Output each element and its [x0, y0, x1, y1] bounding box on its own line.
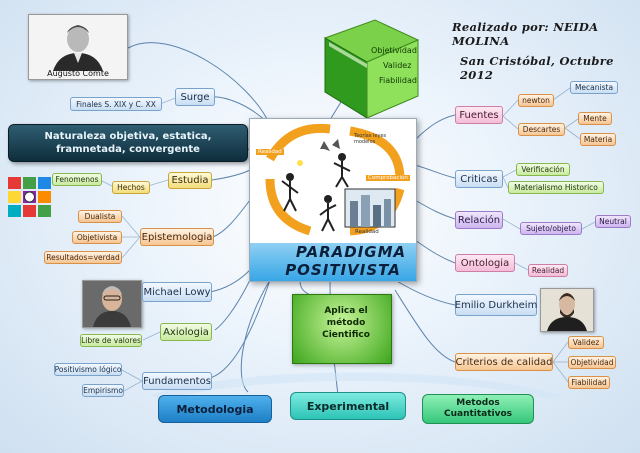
node-ontologia[interactable]: Ontologia: [455, 254, 515, 272]
node-objetivista[interactable]: Objetivista: [72, 231, 122, 244]
center-title-line1: PARADIGMA: [295, 243, 407, 261]
node-newton[interactable]: newton: [518, 94, 554, 107]
lowy-portrait-image: [83, 281, 141, 327]
node-materialismo-historico[interactable]: Materialismo Historico: [508, 181, 604, 194]
book-line-fiabilidad: Fiabilidad: [379, 76, 417, 85]
node-aplica-metodo[interactable]: Aplica el método Cientifico: [292, 294, 392, 364]
node-epistemologia[interactable]: Epistemologia: [140, 228, 214, 246]
credit-author: Realizado por: NEIDA MOLINA: [452, 20, 599, 48]
node-metodologia[interactable]: Metodologia: [158, 395, 272, 423]
comte-caption: Augusto Comte: [47, 69, 109, 78]
node-realidad[interactable]: Realidad: [528, 264, 568, 277]
node-surge[interactable]: Surge: [175, 88, 215, 106]
node-libre-de-valores[interactable]: Libre de valores: [80, 334, 142, 347]
book-line-objetividad: Objetividad: [371, 46, 417, 55]
node-criterio-objetividad[interactable]: Objetividad: [568, 356, 616, 369]
people-network-icon: [7, 176, 53, 218]
credit-place-date: San Cristóbal, Octubre 2012: [460, 54, 614, 82]
node-relacion[interactable]: Relación: [455, 211, 503, 229]
node-descartes[interactable]: Descartes: [518, 123, 565, 136]
lowy-portrait: [82, 280, 142, 328]
center-card[interactable]: Realidad Teorías leyes modelos Realidad …: [249, 118, 417, 282]
node-aplica-metodo-text: Aplica el método Cientifico: [322, 306, 370, 340]
center-title-line2: POSITIVISTA: [285, 261, 401, 279]
node-positivismo-logico[interactable]: Positivismo lógico: [54, 363, 122, 376]
node-criticas[interactable]: Criticas: [455, 170, 503, 188]
comte-portrait: Augusto Comte: [28, 14, 128, 80]
art-label-comprobacion: Comprobación: [366, 175, 410, 181]
node-mente[interactable]: Mente: [578, 112, 612, 125]
node-estudia[interactable]: Estudia: [168, 172, 212, 189]
center-illustration: [250, 119, 416, 244]
node-hechos[interactable]: Hechos: [112, 181, 150, 194]
node-metodos-cuantitativos-text: Metodos Cuantitativos: [443, 398, 513, 419]
node-fundamentos[interactable]: Fundamentos: [142, 372, 212, 390]
node-michael-lowy[interactable]: Michael Lowy: [142, 282, 212, 302]
node-metodos-cuantitativos[interactable]: Metodos Cuantitativos: [422, 394, 534, 424]
durkheim-portrait-image: [541, 289, 593, 331]
node-criterios-calidad[interactable]: Criterios de calidad: [455, 353, 553, 371]
node-axiologia[interactable]: Axiologia: [160, 323, 212, 341]
node-materia[interactable]: Materia: [580, 133, 616, 146]
node-criterio-fiabilidad[interactable]: Fiabilidad: [568, 376, 610, 389]
node-neutral[interactable]: Neutral: [595, 215, 631, 228]
art-label-realidad-1: Realidad: [256, 149, 284, 155]
node-mecanista[interactable]: Mecanista: [570, 81, 618, 94]
node-emilio-durkheim[interactable]: Emilio Durkheim: [455, 294, 537, 316]
node-surge-date[interactable]: Finales S. XIX y C. XX: [70, 97, 162, 111]
node-empirismo[interactable]: Empirismo: [82, 384, 124, 397]
node-naturaleza[interactable]: Naturaleza objetiva, estatica, framnetad…: [8, 124, 248, 162]
node-criterio-validez[interactable]: Validez: [568, 336, 604, 349]
node-dualista[interactable]: Dualista: [78, 210, 122, 223]
book-icon: [323, 19, 420, 119]
art-label-realidad-2: Realidad: [355, 229, 379, 235]
center-title-band: PARADIGMA POSITIVISTA: [250, 243, 416, 281]
node-sujeto-objeto[interactable]: Sujeto/objeto: [520, 222, 582, 235]
node-resultados-verdad[interactable]: Resultados=verdad: [44, 251, 122, 264]
node-naturaleza-text: Naturaleza objetiva, estatica, framnetad…: [44, 131, 212, 155]
book-line-validez: Validez: [383, 61, 412, 70]
node-fuentes[interactable]: Fuentes: [455, 106, 503, 124]
node-fenomenos[interactable]: Fenomenos: [52, 173, 102, 186]
node-experimental[interactable]: Experimental: [290, 392, 406, 420]
node-verificacion[interactable]: Verificación: [516, 163, 570, 176]
book-criteria[interactable]: Objetividad Validez Fiabilidad: [315, 18, 420, 120]
comte-portrait-image: [29, 15, 127, 79]
art-label-teorias: Teorías leyes modelos: [354, 133, 387, 145]
durkheim-portrait: [540, 288, 594, 332]
